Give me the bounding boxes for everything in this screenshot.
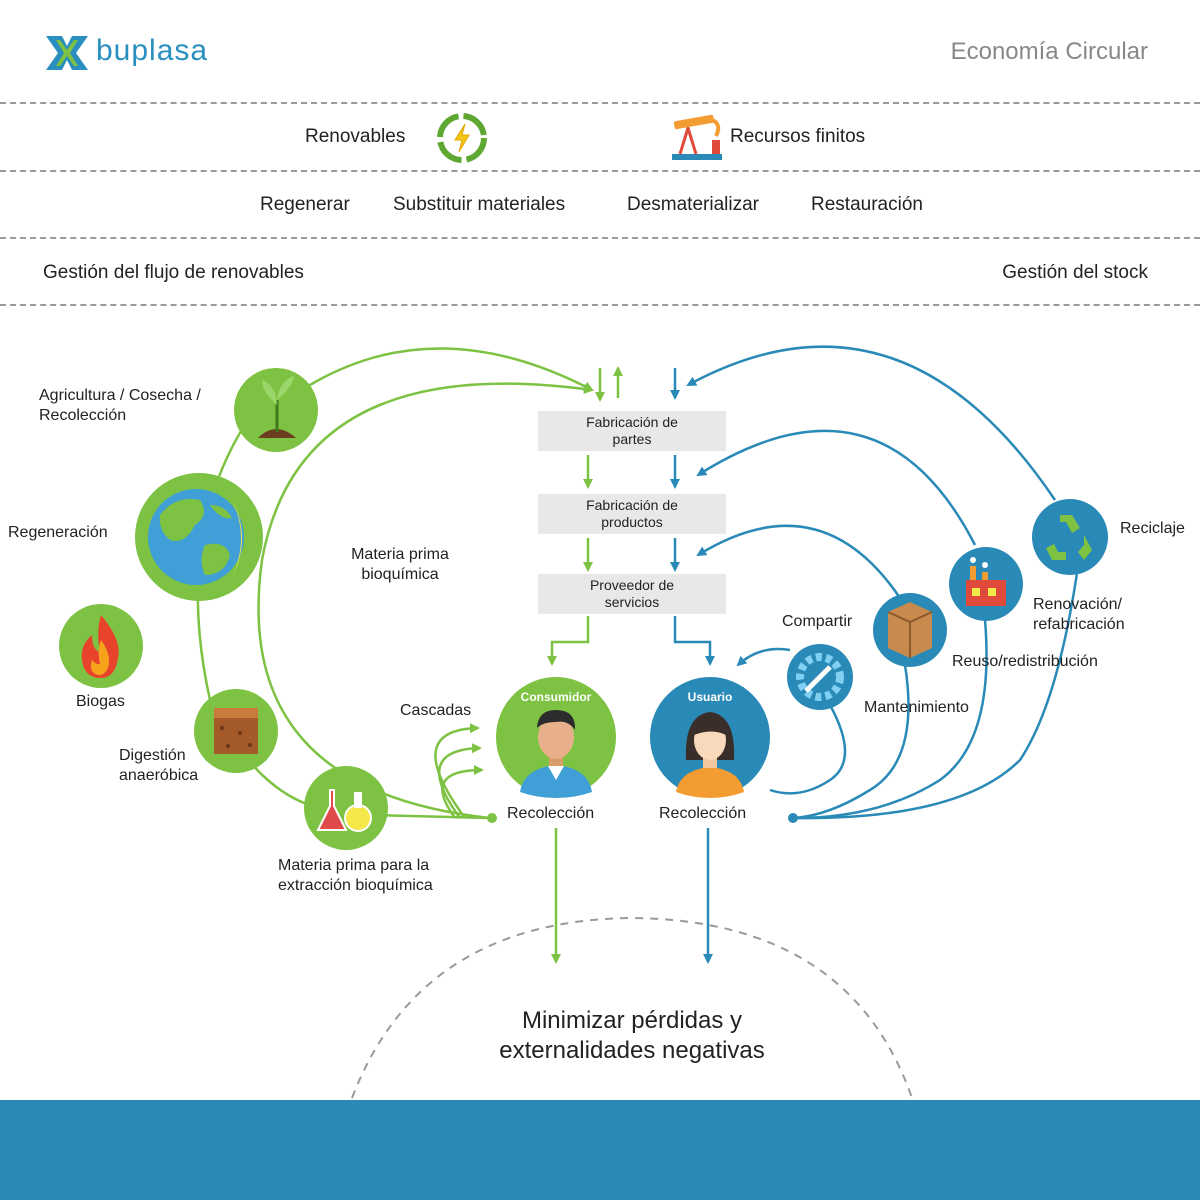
green-collection-dot bbox=[487, 813, 497, 823]
parts-manufacturing-box: Fabricación de partes bbox=[538, 411, 726, 451]
footer-line-2: externalidades negativas bbox=[499, 1037, 765, 1064]
user-avatar bbox=[650, 677, 770, 798]
page-title: Economía Circular bbox=[950, 38, 1148, 65]
maintenance-gear-icon bbox=[787, 644, 853, 710]
brand-name: buplasa bbox=[96, 34, 209, 67]
share-label: Compartir bbox=[782, 613, 853, 630]
factory-icon bbox=[949, 547, 1023, 621]
divider bbox=[0, 170, 1200, 172]
blue-collection-dot bbox=[788, 813, 798, 823]
blue-cycle-lines bbox=[670, 345, 1082, 964]
box-icon bbox=[873, 593, 947, 667]
consumer-avatar bbox=[496, 677, 616, 798]
footer-line-1: Minimizar pérdidas y bbox=[521, 1007, 743, 1034]
divider bbox=[0, 237, 1200, 239]
finite-resources-label: Recursos finitos bbox=[730, 126, 866, 147]
reuse-label: Reuso/redistribución bbox=[952, 653, 1098, 670]
cascades-label: Cascadas bbox=[400, 702, 472, 719]
footer-arc bbox=[351, 916, 913, 1099]
renewables-label: Renovables bbox=[305, 126, 406, 147]
renewable-energy-icon bbox=[437, 113, 487, 163]
earth-icon bbox=[135, 473, 263, 601]
user-title: Usuario bbox=[687, 690, 733, 704]
fire-icon bbox=[59, 604, 143, 688]
biochemical-feedstock-label: Materia prima bioquímica bbox=[351, 546, 449, 583]
strategy-regenerate: Regenerar bbox=[260, 194, 350, 215]
buplasa-logo-icon bbox=[46, 36, 88, 70]
extraction-feedstock-label: Materia prima para la extracción bioquím… bbox=[278, 857, 433, 894]
recycle-icon bbox=[1032, 499, 1108, 575]
strategy-substitute: Substituir materiales bbox=[393, 194, 566, 215]
flasks-icon bbox=[304, 766, 388, 850]
divider bbox=[0, 304, 1200, 306]
user-collection-label: Recolección bbox=[659, 805, 747, 822]
regeneration-label: Regeneración bbox=[8, 524, 108, 541]
refurbish-label: Renovación/ refabricación bbox=[1033, 596, 1125, 633]
biogas-label: Biogas bbox=[76, 693, 125, 710]
soil-icon bbox=[194, 689, 278, 773]
oil-pump-icon bbox=[672, 114, 722, 160]
anaerobic-digestion-label: Digestión anaeróbica bbox=[119, 747, 199, 784]
strategy-restoration: Restauración bbox=[811, 194, 923, 215]
consumer-collection-label: Recolección bbox=[507, 805, 595, 822]
renewable-flow-label: Gestión del flujo de renovables bbox=[43, 262, 304, 283]
plant-icon bbox=[234, 368, 318, 452]
strategy-dematerialize: Desmaterializar bbox=[627, 194, 759, 215]
stock-management-label: Gestión del stock bbox=[1002, 262, 1148, 283]
maintenance-label: Mantenimiento bbox=[864, 699, 969, 716]
bottom-band bbox=[0, 1100, 1200, 1200]
recycle-label: Reciclaje bbox=[1120, 520, 1185, 537]
agriculture-label: Agricultura / Cosecha / Recolección bbox=[39, 387, 201, 424]
divider bbox=[0, 102, 1200, 104]
product-manufacturing-box: Fabricación de productos bbox=[538, 494, 726, 534]
service-provider-box: Proveedor de servicios bbox=[538, 574, 726, 614]
consumer-title: Consumidor bbox=[520, 690, 592, 704]
